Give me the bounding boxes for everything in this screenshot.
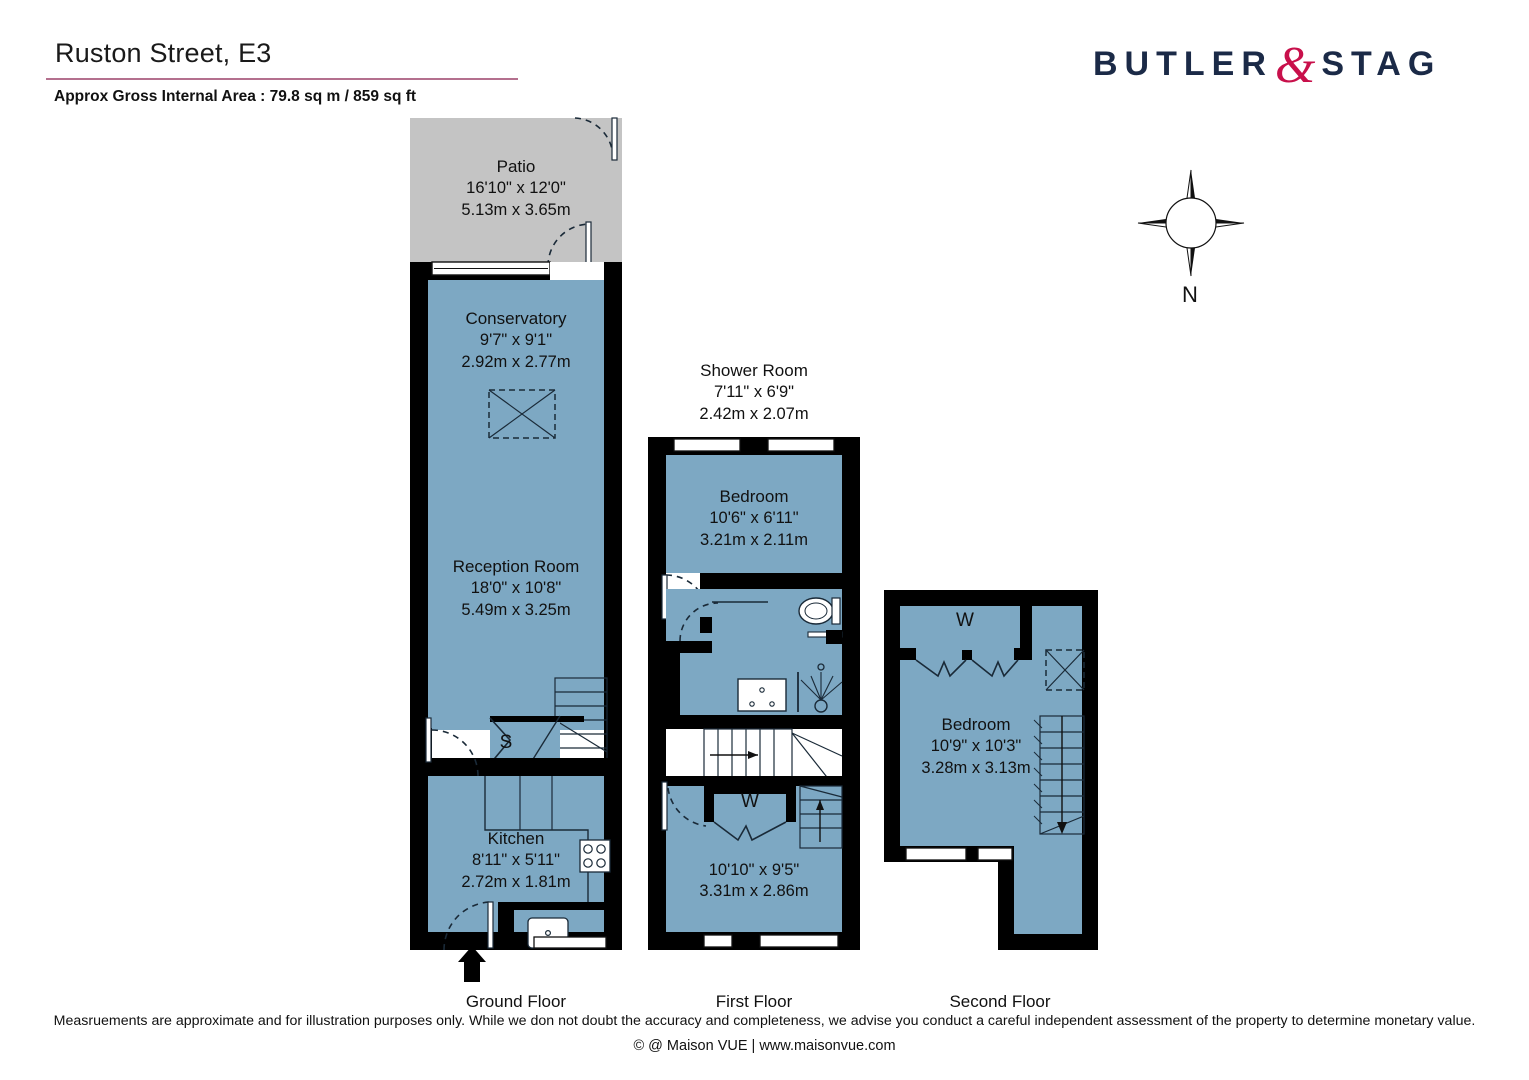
reception-room-area [428, 440, 604, 730]
compass-rose-icon [1137, 169, 1245, 277]
ground-floor-plan [410, 117, 622, 982]
page-title: Ruston Street, E3 [55, 38, 272, 68]
second-floor-bedroom-area [900, 606, 1082, 846]
compass-north-label: N [1182, 282, 1198, 307]
conservatory-area [428, 280, 604, 440]
gross-internal-area: Approx Gross Internal Area : 79.8 sq m /… [54, 88, 417, 105]
logo-word-butler: BUTLER [1093, 44, 1273, 83]
caption-first-floor: First Floor [715, 992, 793, 1011]
title-underline [46, 78, 518, 80]
first-floor-stairs [703, 728, 843, 782]
washbasin-icon [737, 678, 787, 712]
second-floor-wardrobe [915, 659, 1019, 678]
storage-cupboard [489, 715, 584, 765]
first-floor-wardrobe-marker: W [741, 791, 759, 812]
toilet-icon [798, 597, 843, 638]
disclaimer-text: Measruements are approximate and for ill… [53, 1013, 1476, 1029]
storage-marker: S [499, 732, 513, 753]
shower-icon [797, 663, 843, 713]
second-floor-wardrobe-marker: W [956, 610, 974, 631]
rooflight-icon [488, 389, 556, 439]
second-floor-plan [884, 590, 1098, 950]
butler-and-stag-logo: BUTLER & STAG [1093, 37, 1442, 95]
copyright-text: © @ Maison VUE | www.maisonvue.com [633, 1038, 896, 1054]
caption-ground-floor: Ground Floor [465, 992, 567, 1011]
hob-icon [579, 839, 611, 873]
first-floor-upper-flight [799, 785, 843, 849]
first-floor-bedroom-area [666, 455, 842, 573]
caption-second-floor: Second Floor [949, 992, 1051, 1011]
second-floor-rooflight-icon [1045, 649, 1085, 691]
logo-ampersand-icon: & [1274, 37, 1316, 95]
main-entrance-arrow-icon [458, 946, 486, 982]
second-floor-stairs [1033, 715, 1085, 835]
first-floor-wardrobe [704, 786, 796, 842]
logo-word-stag: STAG [1321, 44, 1442, 83]
first-floor-plan [648, 437, 860, 950]
